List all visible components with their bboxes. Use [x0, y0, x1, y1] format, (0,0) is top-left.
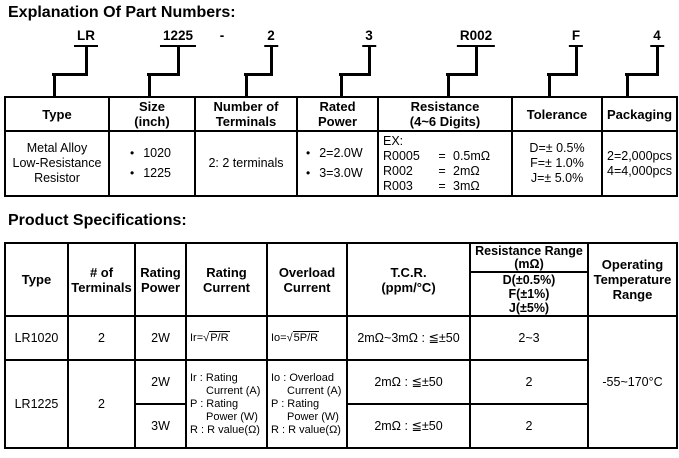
- part-code-tolerance: F: [568, 28, 584, 47]
- cell-terminals: 2: [67, 315, 136, 361]
- part-code-power: 3: [362, 28, 376, 47]
- bullet-icon: •: [306, 166, 311, 180]
- part-code-packaging: 4: [650, 28, 664, 47]
- spec-row-lr1225-2w: LR1225 2 2W Ir : Rating Current (A) P : …: [4, 359, 677, 449]
- bullet-icon: •: [130, 166, 135, 180]
- spec-row-lr1225-3w: 3W 2mΩ : ≦±50 2: [5, 403, 677, 449]
- cell-rating-current-legend: Ir : Rating Current (A) P : Rating Power…: [185, 359, 268, 449]
- resistance-example: R0005 = 0.5mΩ: [383, 148, 491, 163]
- resistance-example: R003 = 3mΩ: [383, 178, 480, 193]
- cell-power: 3W: [134, 403, 187, 449]
- spec-header-overload-current: Overload Current: [266, 242, 348, 317]
- cell-tcr: 2mΩ : ≦±50: [346, 403, 471, 449]
- header-rated-power: Rated Power: [296, 96, 379, 132]
- sqrt-sign: √: [286, 331, 293, 344]
- cell-power: 2W: [134, 359, 187, 405]
- size-option: • 1225: [130, 166, 172, 180]
- cell-tcr: 2mΩ~3mΩ : ≦±50: [346, 315, 471, 361]
- spec-header-rating-power: Rating Power: [134, 242, 187, 317]
- cell-model: LR1020: [4, 315, 69, 361]
- cell-range: 2: [469, 359, 589, 405]
- cell-size: • 1020 • 1225: [108, 130, 196, 197]
- part-code-series: LR: [74, 28, 98, 47]
- cell-power: 2W: [134, 315, 187, 361]
- spec-header-operating-range: Operating Temperature Range: [587, 242, 678, 317]
- part-code-dash: -: [219, 28, 225, 43]
- cell-terminals: 2: [67, 359, 136, 449]
- cell-tolerance: D=± 0.5% F=± 1.0% J=± 5.0%: [511, 130, 603, 197]
- cell-operating-temperature: -55~170°C: [587, 315, 678, 449]
- spec-header-resistance-range: Resistance Range (mΩ): [469, 242, 589, 273]
- resistance-example: R002 = 2mΩ: [383, 163, 480, 178]
- bullet-icon: •: [130, 146, 135, 160]
- part-table-header-row: Type Size (inch) Number of Terminals Rat…: [4, 96, 678, 132]
- spec-header-tcr: T.C.R. (ppm/°C): [346, 242, 471, 317]
- cell-resistance-examples: EX: R0005 = 0.5mΩ R002 = 2mΩ R003 = 3: [377, 130, 513, 197]
- part-number-table: Type Size (inch) Number of Terminals Rat…: [4, 96, 678, 197]
- part-code-terminals: 2: [264, 28, 278, 47]
- sqrt-sign: √: [203, 331, 210, 344]
- header-tolerance: Tolerance: [511, 96, 603, 132]
- size-option: • 1020: [130, 146, 172, 160]
- cell-terminals: 2: 2 terminals: [194, 130, 298, 197]
- spec-header-terminals: # of Terminals: [67, 242, 136, 317]
- part-table-row: Metal Alloy Low-Resistance Resistor • 10…: [4, 130, 678, 197]
- power-option: • 3=3.0W: [306, 166, 363, 180]
- cell-packaging: 2=2,000pcs 4=4,000pcs: [601, 130, 678, 197]
- header-packaging: Packaging: [601, 96, 678, 132]
- part-code-size: 1225: [159, 28, 197, 47]
- cell-overload-current-formula: Io=√5P/R: [266, 315, 348, 361]
- header-type: Type: [4, 96, 110, 132]
- section-title-part-numbers: Explanation Of Part Numbers:: [8, 4, 236, 21]
- bullet-icon: •: [306, 146, 311, 160]
- part-code-resistance: R002: [456, 28, 496, 47]
- cell-range: 2: [469, 403, 589, 449]
- cell-range: 2~3: [469, 315, 589, 361]
- section-title-product-specs: Product Specifications:: [8, 212, 187, 229]
- product-specifications-table: Type # of Terminals Rating Power Rating …: [4, 242, 678, 449]
- spec-header-row-top: Type # of Terminals Rating Power Rating …: [4, 242, 678, 317]
- header-size: Size (inch): [108, 96, 196, 132]
- cell-model: LR1225: [4, 359, 69, 449]
- cell-overload-current-legend: Io : Overload Current (A) P : Rating Pow…: [266, 359, 348, 449]
- cell-type: Metal Alloy Low-Resistance Resistor: [4, 130, 110, 197]
- header-resistance: Resistance (4~6 Digits): [377, 96, 513, 132]
- spec-row-lr1020: LR1020 2 2W Ir=√P/R Io=√5P/R 2mΩ~3mΩ : ≦…: [4, 315, 678, 449]
- power-option: • 2=2.0W: [306, 146, 363, 160]
- cell-tcr: 2mΩ : ≦±50: [346, 359, 471, 405]
- header-terminals: Number of Terminals: [194, 96, 298, 132]
- resistance-example-label: EX:: [383, 133, 404, 148]
- spec-header-rating-current: Rating Current: [185, 242, 268, 317]
- spec-header-resistance-tolerances: D(±0.5%) F(±1%) J(±5%): [469, 271, 589, 317]
- cell-rating-current-formula: Ir=√P/R: [185, 315, 268, 361]
- spec-header-row-bottom: D(±0.5%) F(±1%) J(±5%): [5, 271, 677, 317]
- cell-rated-power: • 2=2.0W • 3=3.0W: [296, 130, 379, 197]
- spec-header-type: Type: [4, 242, 69, 317]
